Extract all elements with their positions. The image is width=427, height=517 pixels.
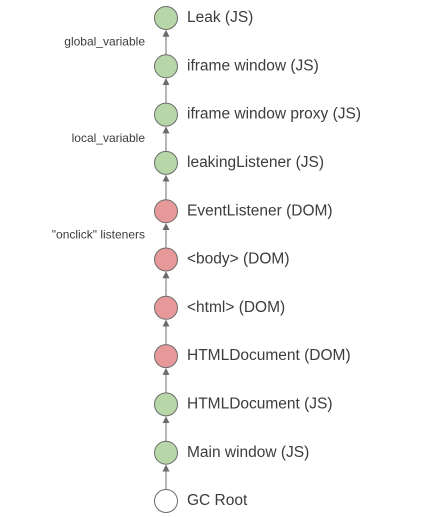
node-html: <html> (DOM)	[154, 295, 285, 320]
node-event-listener: EventListener (DOM)	[154, 199, 333, 224]
node-circle-js	[154, 6, 178, 30]
edge-labels-layer: global_variable local_variable "onclick" l…	[52, 34, 146, 241]
node-html-document-dom: HTMLDocument (DOM)	[154, 344, 351, 369]
node-circle-dom	[154, 344, 178, 369]
node-gc-root: GC Root	[154, 489, 248, 513]
node-label: <body> (DOM)	[187, 251, 290, 268]
node-circle-js	[154, 54, 178, 79]
node-label: leakingListener (JS)	[187, 154, 324, 171]
node-circle-dom	[154, 247, 178, 272]
node-label: HTMLDocument (JS)	[187, 395, 333, 412]
node-label: iframe window (JS)	[187, 57, 319, 74]
node-iframe-window: iframe window (JS)	[154, 54, 319, 79]
node-html-document-js: HTMLDocument (JS)	[154, 392, 333, 417]
node-circle-js	[154, 150, 178, 175]
edge-label: global_variable	[64, 34, 145, 48]
node-label: Main window (JS)	[187, 444, 309, 461]
nodes-layer: Leak (JS) iframe window (JS) iframe window…	[154, 6, 361, 513]
node-label: iframe window proxy (JS)	[187, 106, 361, 123]
edge-label: "onclick" listeners	[52, 228, 145, 242]
node-circle-root	[154, 489, 178, 513]
node-iframe-window-proxy: iframe window proxy (JS)	[154, 102, 361, 127]
node-main-window: Main window (JS)	[154, 440, 309, 465]
node-leak: Leak (JS)	[154, 6, 253, 30]
node-circle-dom	[154, 295, 178, 320]
node-circle-dom	[154, 199, 178, 224]
node-circle-js	[154, 102, 178, 127]
edge-label: local_variable	[72, 131, 146, 145]
node-label: EventListener (DOM)	[187, 202, 333, 219]
node-label: <html> (DOM)	[187, 299, 285, 316]
node-body: <body> (DOM)	[154, 247, 290, 272]
node-circle-js	[154, 440, 178, 465]
node-label: Leak (JS)	[187, 9, 253, 26]
node-leaking-listener: leakingListener (JS)	[154, 150, 324, 175]
node-label: HTMLDocument (DOM)	[187, 347, 351, 364]
node-circle-js	[154, 392, 178, 417]
node-label: GC Root	[187, 492, 248, 509]
